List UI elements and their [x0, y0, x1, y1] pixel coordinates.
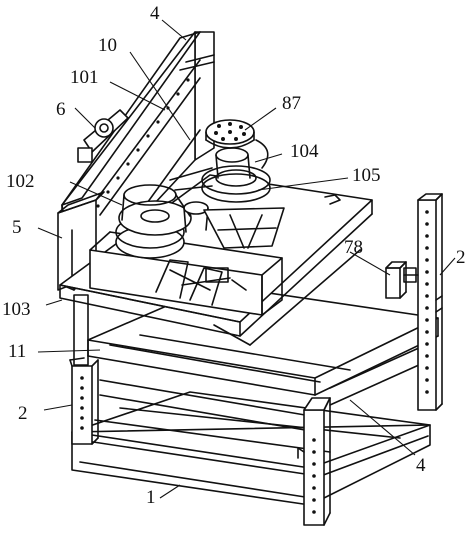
bracket-78	[385, 261, 419, 299]
label-87: 87	[282, 93, 301, 114]
label-2-left: 2	[18, 403, 28, 424]
label-5: 5	[12, 217, 22, 238]
label-103: 103	[2, 299, 31, 320]
left-front-post	[69, 294, 99, 445]
roller-assembly	[115, 184, 209, 259]
label-101: 101	[70, 67, 99, 88]
label-2-right: 2	[456, 247, 466, 268]
label-102: 102	[6, 171, 35, 192]
label-10: 10	[98, 35, 117, 56]
leader-lines	[37, 19, 456, 499]
label-4-top: 4	[150, 3, 160, 24]
label-6: 6	[56, 99, 66, 120]
label-104: 104	[290, 141, 319, 162]
label-11: 11	[8, 341, 27, 362]
front-middle-post	[297, 397, 331, 526]
bearing-6	[77, 109, 129, 163]
label-4-bottom: 4	[416, 455, 426, 476]
label-105: 105	[352, 165, 381, 186]
right-post	[417, 193, 443, 411]
base-frame	[71, 391, 431, 506]
label-78: 78	[344, 237, 363, 258]
label-1: 1	[146, 487, 156, 508]
